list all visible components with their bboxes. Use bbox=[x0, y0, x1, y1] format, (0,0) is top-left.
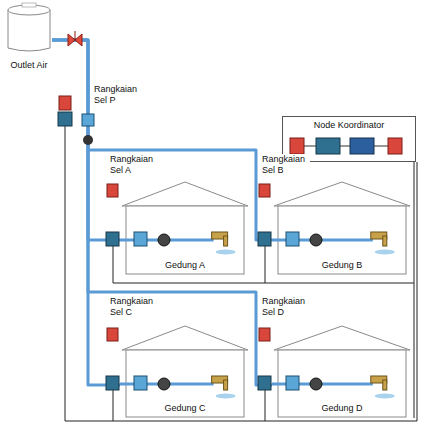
coordinator-modules bbox=[290, 138, 402, 154]
building-name: Gedung A bbox=[164, 260, 206, 270]
cell-label: Rangkaian Sel C bbox=[110, 296, 158, 318]
signal-wire bbox=[65, 124, 417, 421]
water-pipe bbox=[52, 40, 272, 385]
node-title: Outlet Air bbox=[9, 60, 48, 70]
building-name: Gedung D bbox=[320, 403, 363, 413]
cell-label: Rangkaian Sel A bbox=[110, 154, 158, 176]
node-title: Node Koordinator bbox=[313, 120, 386, 130]
cell-label: Rangkaian Sel B bbox=[262, 154, 310, 176]
building-node: Gedung B bbox=[272, 180, 412, 275]
water-tank bbox=[8, 3, 50, 51]
cell-label: Rangkaian Sel P bbox=[94, 84, 142, 106]
tank-node: Outlet Air bbox=[6, 4, 52, 70]
building-node: Gedung D bbox=[272, 324, 412, 418]
valve-icon bbox=[68, 31, 82, 46]
building-name: Gedung C bbox=[163, 403, 206, 413]
building-name: Gedung B bbox=[321, 260, 364, 270]
cell-device bbox=[58, 96, 94, 145]
building-node: Gedung A bbox=[120, 180, 250, 275]
building-node: Gedung C bbox=[120, 324, 250, 418]
cell-label: Rangkaian Sel D bbox=[262, 296, 310, 318]
water-pipe bbox=[52, 40, 120, 240]
